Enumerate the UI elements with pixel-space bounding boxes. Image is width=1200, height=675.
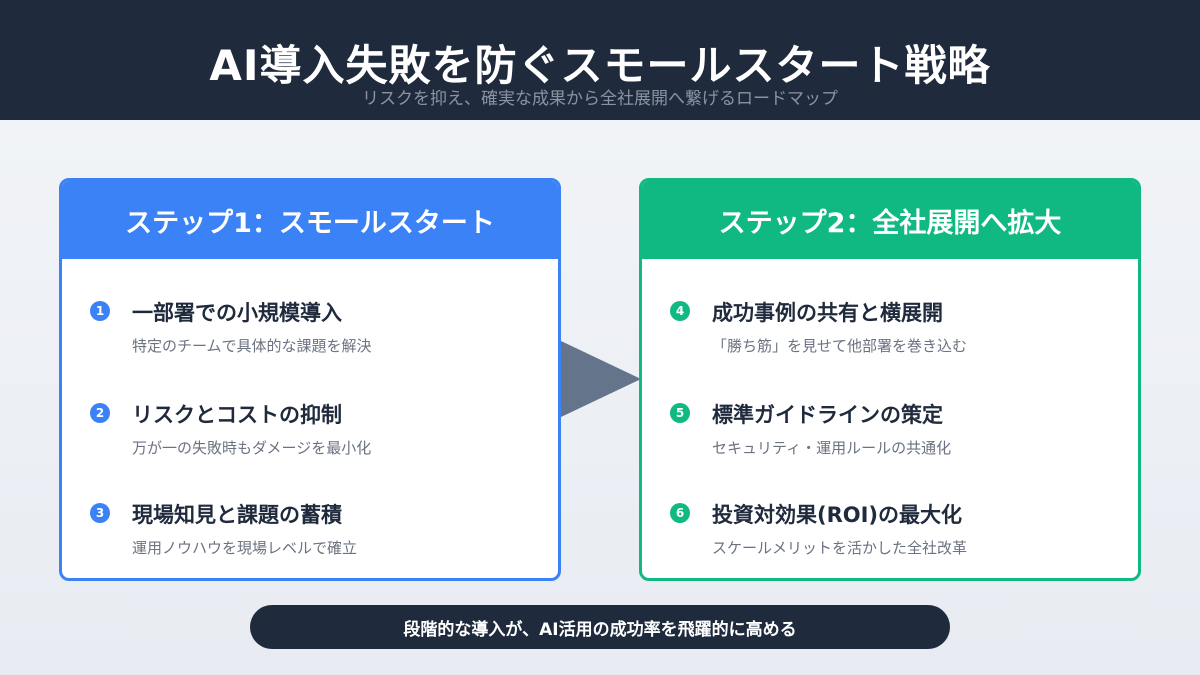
step2-card: ステップ2：全社展開へ拡大 4 成功事例の共有と横展開「勝ち筋」を見せて他部署を巻… xyxy=(639,178,1141,581)
item-title: 現場知見と課題の蓄積 xyxy=(132,503,342,527)
number-badge: 3 xyxy=(90,503,110,523)
arrow-right-icon xyxy=(561,341,641,417)
step1-title: ステップ1：スモールスタート xyxy=(62,181,558,259)
page-title: AI導入失敗を防ぐスモールスタート戦略 xyxy=(209,41,991,90)
page-subtitle: リスクを抑え、確実な成果から全社展開へ繋げるロードマップ xyxy=(362,89,838,109)
number-badge: 2 xyxy=(90,403,110,423)
number-badge: 6 xyxy=(670,503,690,523)
item-desc: スケールメリットを活かした全社改革 xyxy=(712,539,968,557)
item-title: 一部署での小規模導入 xyxy=(132,301,342,325)
item-title: リスクとコストの抑制 xyxy=(132,403,342,427)
number-badge: 1 xyxy=(90,301,110,321)
step2-title: ステップ2：全社展開へ拡大 xyxy=(642,181,1138,259)
item-desc: セキュリティ・運用ルールの共通化 xyxy=(712,439,952,457)
item-desc: 特定のチームで具体的な課題を解決 xyxy=(132,337,372,355)
item-title: 標準ガイドラインの策定 xyxy=(712,403,943,427)
step1-card: ステップ1：スモールスタート 1 一部署での小規模導入特定のチームで具体的な課題を… xyxy=(59,178,561,581)
number-badge: 4 xyxy=(670,301,690,321)
number-badge: 5 xyxy=(670,403,690,423)
header: AI導入失敗を防ぐスモールスタート戦略 リスクを抑え、確実な成果から全社展開へ繋… xyxy=(0,0,1200,120)
item-title: 成功事例の共有と横展開 xyxy=(712,301,943,325)
item-title: 投資対効果(ROI)の最大化 xyxy=(712,503,963,527)
footer-banner: 段階的な導入が、AI活用の成功率を飛躍的に高める xyxy=(250,605,950,649)
item-desc: 万が一の失敗時もダメージを最小化 xyxy=(132,439,372,457)
item-desc: 「勝ち筋」を見せて他部署を巻き込む xyxy=(712,337,968,355)
item-desc: 運用ノウハウを現場レベルで確立 xyxy=(132,539,358,557)
